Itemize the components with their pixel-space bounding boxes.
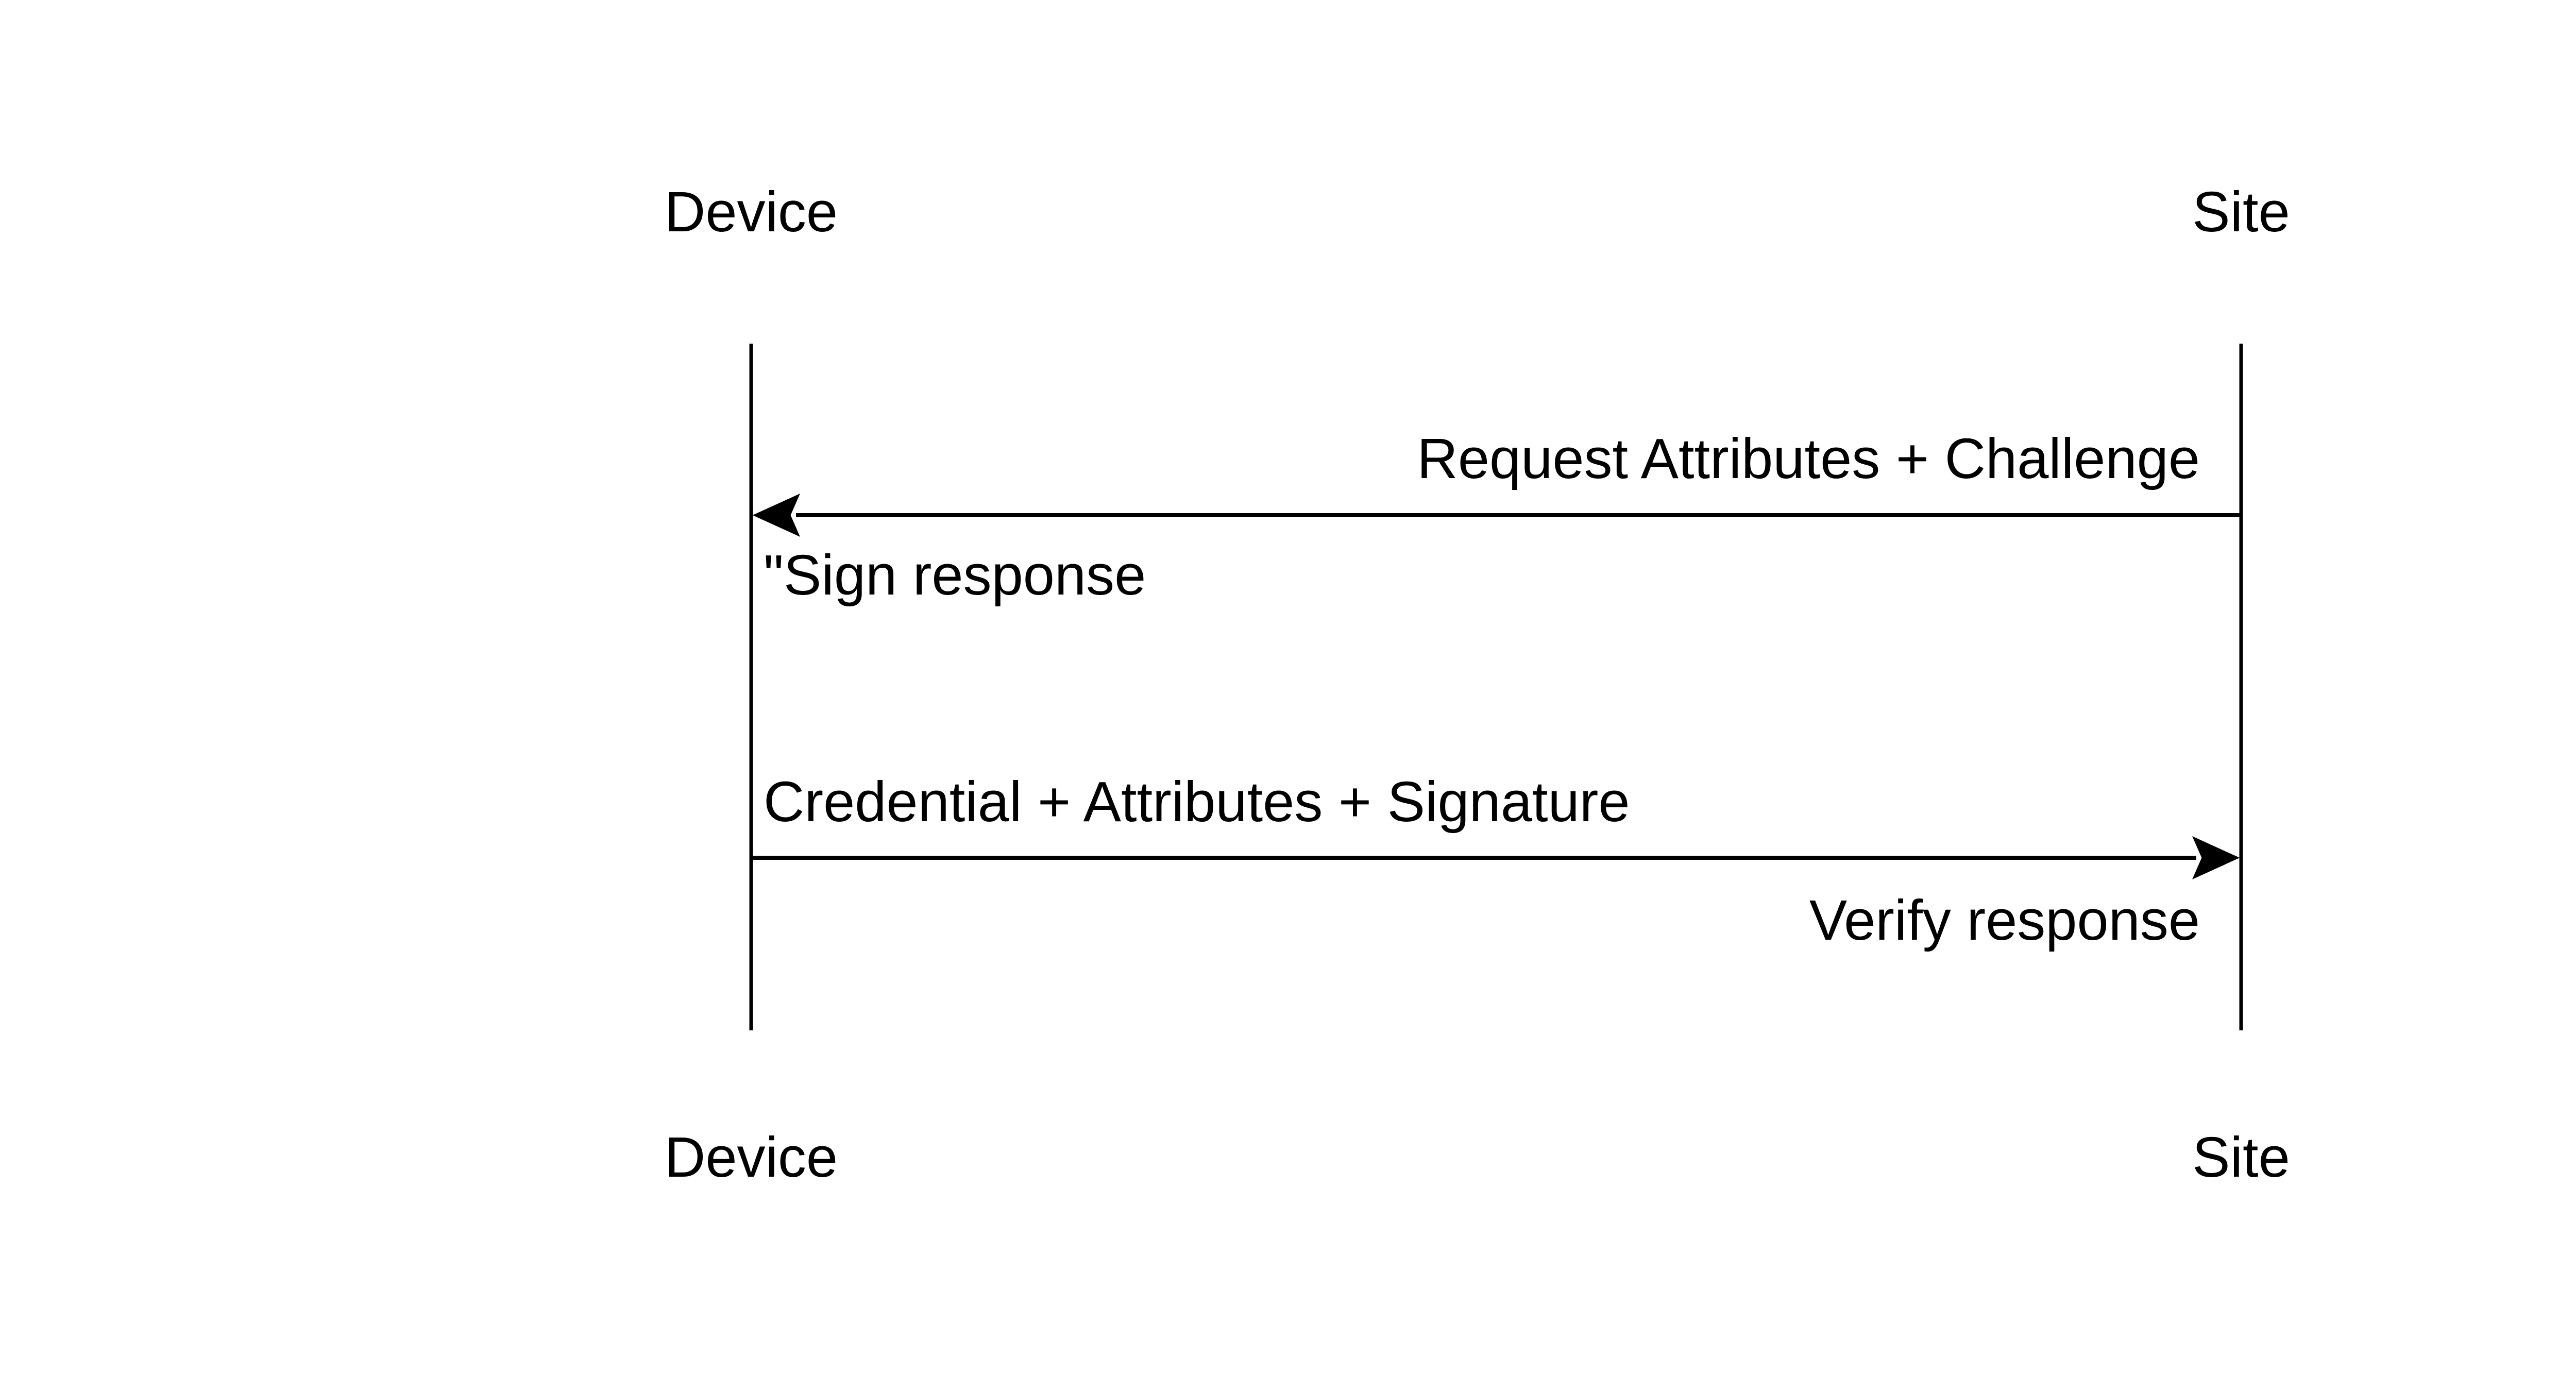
message-credential-label: Credential + Attributes + Signature: [764, 770, 1630, 834]
arrow-request-attributes: [752, 494, 2241, 537]
arrow-request-head-left-icon: [752, 494, 800, 537]
actor-device-top-label: Device: [664, 180, 838, 244]
arrow-credential: [751, 836, 2240, 879]
actor-device-bottom-label: Device: [664, 1126, 838, 1189]
message-sign-response-label: "Sign response: [764, 544, 1146, 607]
actor-site-top-label: Site: [2192, 180, 2290, 244]
message-verify-response-label: Verify response: [1809, 889, 2200, 952]
message-request-attributes-label: Request Attributes + Challenge: [1417, 427, 2200, 490]
actor-site-bottom-label: Site: [2192, 1126, 2290, 1189]
arrow-credential-head-right-icon: [2192, 836, 2240, 879]
